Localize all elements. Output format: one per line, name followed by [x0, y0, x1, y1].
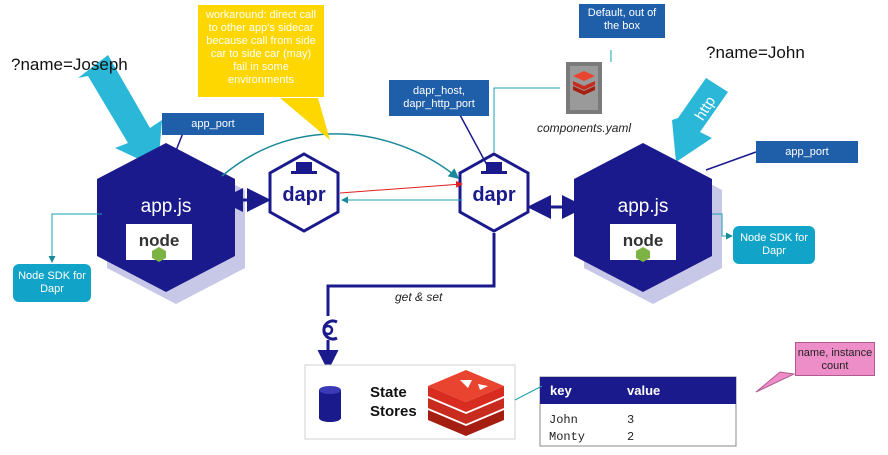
components-redis-icon — [566, 62, 602, 114]
state-store-link — [326, 233, 496, 316]
right-sdk-callout: Node SDK for Dapr — [733, 226, 815, 264]
right-app-hexagon[interactable] — [574, 143, 722, 304]
left-dapr-sidecar[interactable] — [268, 152, 340, 233]
state-interface-icon — [322, 319, 338, 341]
left-app-hexagon[interactable] — [97, 143, 245, 304]
sidecar-call-red — [339, 180, 463, 194]
right-dapr-sidecar[interactable] — [458, 152, 530, 233]
left-app-port-callout: app_port — [162, 113, 264, 135]
components-link — [493, 87, 560, 152]
kv-row-value: 2 — [627, 430, 635, 444]
components-default-note: Default, out of the box — [579, 4, 665, 38]
right-sdk-link — [712, 213, 733, 240]
dapr-env-callout: dapr_host, dapr_http_port — [389, 80, 489, 116]
database-icon — [319, 386, 341, 422]
right-port-pointer — [705, 151, 757, 171]
kv-link — [514, 385, 543, 401]
env-pointer — [459, 114, 488, 166]
kv-table-header — [540, 377, 736, 404]
components-file-label: components.yaml — [537, 121, 632, 135]
left-sdk-callout: Node SDK for Dapr — [13, 264, 91, 302]
dapr-logo-icon: dapr — [282, 184, 326, 206]
workaround-note: workaround: direct call to other app's s… — [198, 5, 324, 97]
kv-row-key: John — [549, 413, 578, 427]
redis-logo-icon — [428, 370, 504, 436]
state-op-label: get & set — [395, 290, 443, 304]
kv-column-key: key — [550, 383, 572, 398]
kv-note-pointer — [755, 371, 796, 393]
left-query-label: ?name=Joseph — [11, 55, 128, 74]
dapr-logo-icon: dapr — [472, 184, 516, 206]
right-app-label: app.js — [617, 196, 669, 217]
left-port-pointer — [174, 132, 184, 154]
direct-call-curve — [221, 133, 460, 179]
left-app-label: app.js — [140, 196, 192, 217]
svg-text:node: node — [139, 231, 180, 250]
left-sdk-link — [48, 213, 102, 263]
svg-text:node: node — [623, 231, 664, 250]
nodejs-logo-icon: node — [610, 224, 676, 262]
right-app-port-callout: app_port — [756, 141, 858, 163]
http-arrow-left — [78, 55, 162, 168]
kv-column-value: value — [627, 383, 661, 398]
right-query-label: ?name=John — [706, 43, 805, 62]
kv-note: name, instance count — [795, 342, 875, 376]
workaround-pointer — [280, 98, 330, 140]
state-store-title: State Stores — [370, 384, 417, 420]
kv-row-key: Monty — [549, 430, 586, 444]
http-arrow-right — [672, 78, 728, 162]
kv-row-value: 3 — [627, 413, 635, 427]
nodejs-logo-icon: node — [126, 224, 192, 262]
